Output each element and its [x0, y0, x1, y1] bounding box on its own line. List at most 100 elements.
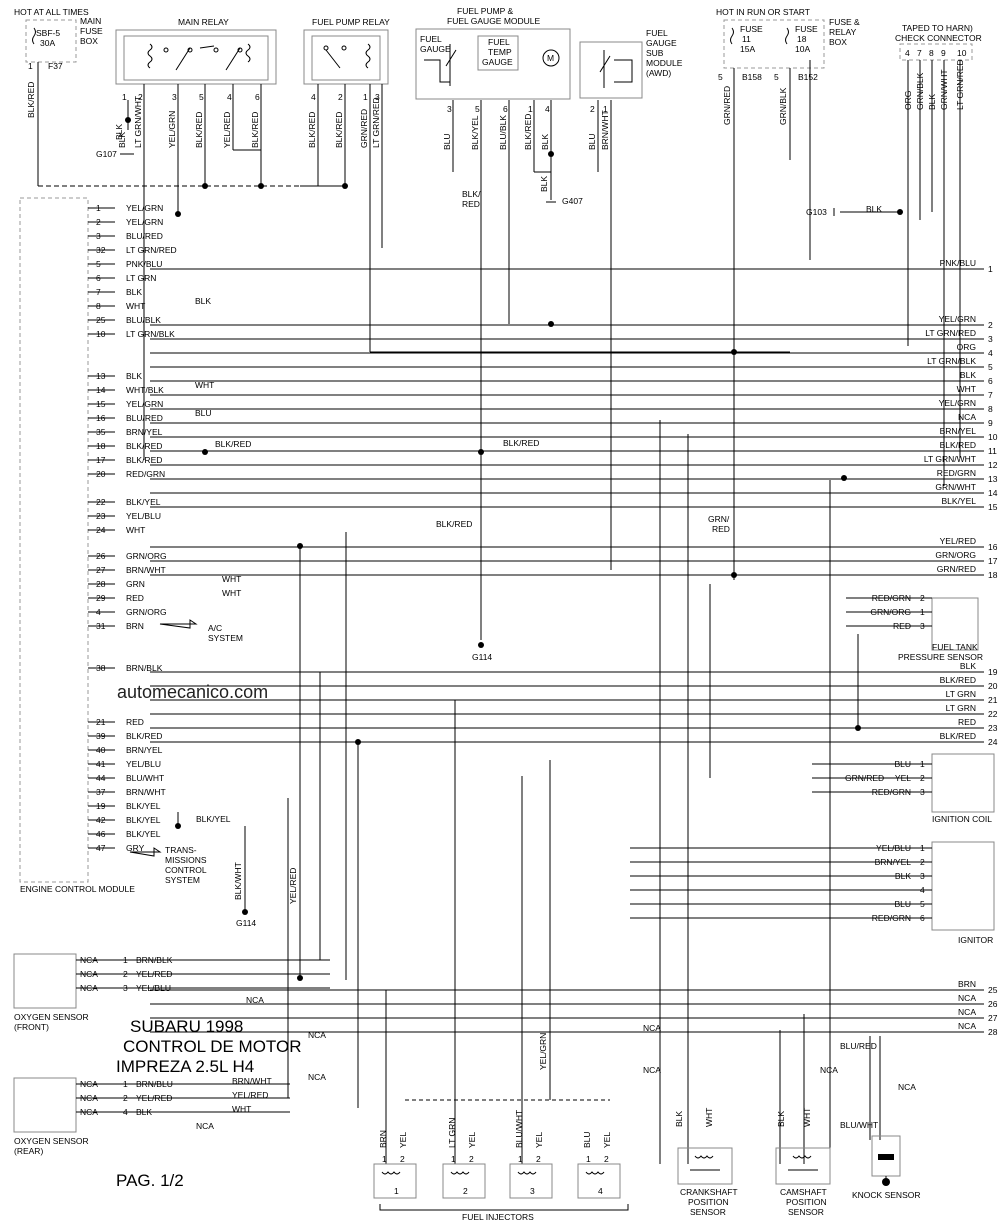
right-conn-wire-22: LT GRN: [946, 703, 976, 713]
right-conn-wire-16: YEL/RED: [940, 536, 976, 546]
right-conn-wire-7: WHT: [957, 384, 976, 394]
svg-text:15A: 15A: [740, 44, 755, 54]
relay-wire-3: YEL/GRN: [167, 111, 177, 148]
svg-text:WHT: WHT: [704, 1108, 714, 1127]
fpr-wire-2: BLK/RED: [334, 112, 344, 148]
svg-text:MISSIONS: MISSIONS: [165, 855, 207, 865]
ecm-pin-wire-10: LT GRN/BLK: [126, 329, 175, 339]
ecm-pin-wire-27: BRN/WHT: [126, 565, 166, 575]
svg-text:WHT: WHT: [802, 1108, 812, 1127]
ground-g407: G407: [546, 196, 583, 206]
right-conn-wire-10: BRN/YEL: [940, 426, 977, 436]
right-conn-wire-14: GRN/WHT: [935, 482, 976, 492]
svg-text:G114: G114: [236, 918, 256, 928]
ecm-pin-wire-2: YEL/GRN: [126, 217, 163, 227]
injector-num-2: 2: [463, 1186, 468, 1196]
ecm-pin-splice-16: BLU: [195, 408, 212, 418]
fuel-gauge-label-1: FUEL: [420, 34, 442, 44]
svg-text:G407: G407: [562, 196, 583, 206]
fuel-pump-relay-box: [303, 29, 389, 85]
injector-pin-b-2: 2: [469, 1154, 474, 1164]
svg-text:PRESSURE SENSOR: PRESSURE SENSOR: [898, 652, 983, 662]
fuse-11-label: FUSE 11 15A: [740, 24, 763, 54]
svg-text:CAMSHAFT: CAMSHAFT: [780, 1187, 827, 1197]
ecm-pin-wire-14: WHT/BLK: [126, 385, 164, 395]
fgm-wire-2: BLK/YEL: [470, 115, 480, 150]
relay-wire-2: LT GRN/WHT: [133, 96, 143, 148]
svg-text:CONTROL: CONTROL: [165, 865, 207, 875]
svg-text:SYSTEM: SYSTEM: [165, 875, 200, 885]
relay-pin-2: 2: [138, 92, 143, 102]
fgm-wire-1: BLU: [442, 133, 452, 150]
ecm-pin-wire-38: BRN/BLK: [126, 663, 163, 673]
right-conn-wire-2: YEL/GRN: [939, 314, 976, 324]
right-conn-wire-4: ORG: [957, 342, 976, 352]
ecm-pin-splice-29: WHT: [222, 588, 241, 598]
right-conn-num-24: 24: [988, 737, 998, 747]
svg-text:BLK: BLK: [674, 1111, 684, 1127]
ecm-pin-wire-39: BLK/RED: [126, 731, 162, 741]
right-conn-wire-25: BRN: [958, 979, 976, 989]
fuel-injectors-label: FUEL INJECTORS: [462, 1212, 534, 1222]
right-conn-num-18: 18: [988, 570, 998, 580]
o2r-far-2: YEL/RED: [232, 1090, 268, 1100]
main-fuse-box-label-1: MAIN: [80, 16, 101, 26]
svg-text:SENSOR: SENSOR: [690, 1207, 726, 1217]
right-conn-num-20: 20: [988, 681, 998, 691]
ecm-pin-wire-47: GRY: [126, 843, 145, 853]
o2r-far-1: BRN/WHT: [232, 1076, 272, 1086]
ecm-pin-wire-6: LT GRN: [126, 273, 156, 283]
svg-text:OXYGEN SENSOR: OXYGEN SENSOR: [14, 1136, 89, 1146]
blk-red-mid: BLK/RED: [503, 438, 539, 448]
svg-text:G103: G103: [806, 207, 827, 217]
crankshaft-position-sensor: BLK WHT CRANKSHAFT POSITION SENSOR: [674, 1108, 738, 1217]
sbf-label: SBF-5: [36, 28, 60, 38]
sbf-amp: 30A: [40, 38, 55, 48]
svg-text:TRANS-: TRANS-: [165, 845, 197, 855]
ecm-pin-wire-26: GRN/ORG: [126, 551, 167, 561]
svg-text:(REAR): (REAR): [14, 1146, 43, 1156]
svg-text:G107: G107: [96, 149, 117, 159]
svg-text:MODULE: MODULE: [646, 58, 683, 68]
svg-text:BOX: BOX: [829, 37, 847, 47]
svg-text:SYSTEM: SYSTEM: [208, 633, 243, 643]
sub-pin-1: 2: [590, 104, 595, 114]
relay-wire-4: BLK/RED: [194, 112, 204, 148]
page-number: PAG. 1/2: [116, 1171, 184, 1190]
ecm-pin-wire-28: GRN: [126, 579, 145, 589]
main-fuse-box-outline: [25, 19, 77, 63]
ecm-pin-wire-7: BLK: [126, 287, 142, 297]
right-conn-num-15: 15: [988, 502, 998, 512]
right-conn-num-3: 3: [988, 334, 993, 344]
svg-text:CRANKSHAFT: CRANKSHAFT: [680, 1187, 738, 1197]
ground-g107: G107: [96, 149, 134, 159]
right-conn-wire-3: LT GRN/RED: [925, 328, 976, 338]
injector-pin-b-3: 2: [536, 1154, 541, 1164]
yel-red-vertical: YEL/RED: [288, 868, 298, 904]
svg-text:OXYGEN SENSOR: OXYGEN SENSOR: [14, 1012, 89, 1022]
fpr-pin-4: 3: [375, 92, 380, 102]
right-conn-num-22: 22: [988, 709, 998, 719]
injector-wire2-4: YEL: [602, 1132, 612, 1148]
svg-text:NCA: NCA: [898, 1082, 916, 1092]
svg-text:10A: 10A: [795, 44, 810, 54]
camshaft-position-sensor: BLK WHT CAMSHAFT POSITION SENSOR: [775, 1108, 831, 1217]
ecm-pin-wire-20: RED/GRN: [126, 469, 165, 479]
watermark: automecanico.com: [117, 682, 268, 702]
check-pin-3: 8: [929, 48, 934, 58]
right-conn-wire-15: BLK/YEL: [942, 496, 977, 506]
injector-num-3: 3: [530, 1186, 535, 1196]
sub-wire-1: BLU: [587, 133, 597, 150]
yel-grn-vertical: YEL/GRN: [538, 1033, 548, 1070]
injector-pin-b-4: 2: [604, 1154, 609, 1164]
f37-pin: 1: [28, 61, 33, 71]
fuse-18-label: FUSE 18 10A: [795, 24, 818, 54]
ecm-pin-wire-42: BLK/YEL: [126, 815, 161, 825]
ecm-pin-wire-13: BLK: [126, 371, 142, 381]
